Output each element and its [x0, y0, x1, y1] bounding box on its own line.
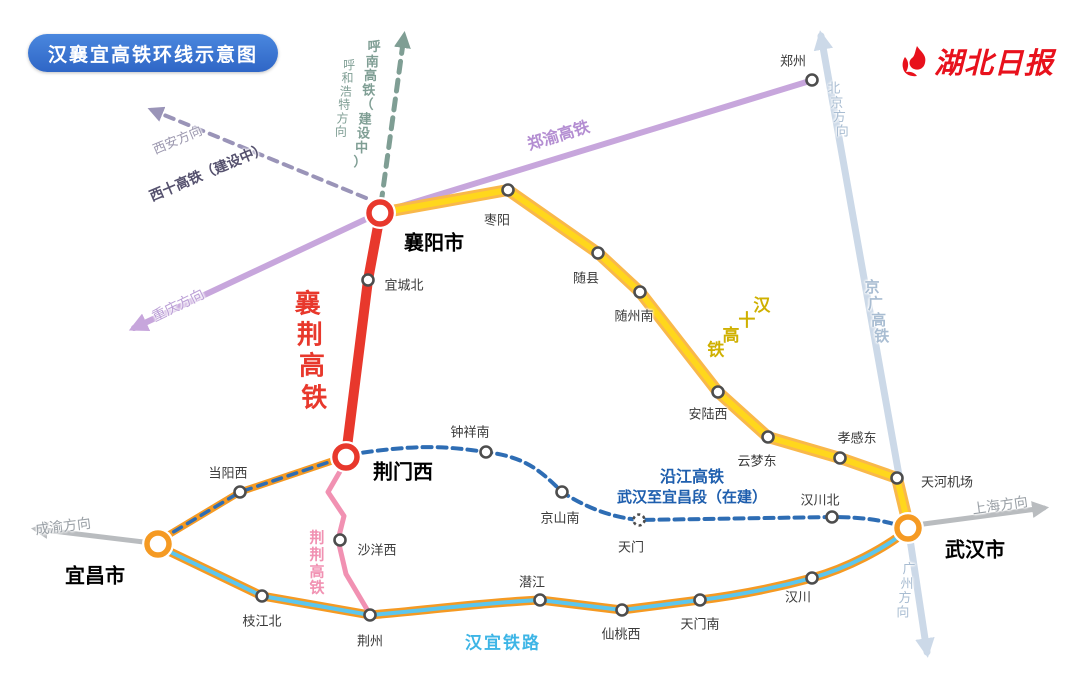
station-node-suizhounan — [633, 285, 647, 299]
station-node-yunmengdong — [761, 430, 775, 444]
station-label-anluxi: 安陆西 — [688, 407, 728, 423]
line-label-yanjiang-name: 沿江高铁 — [659, 466, 725, 486]
xishi-line — [147, 106, 368, 200]
station-label-zhijiangbei: 枝江北 — [242, 614, 282, 630]
hubei-daily-logo-text: 湖北日报 — [933, 46, 1054, 80]
station-label-jingzhou: 荆州 — [356, 634, 384, 650]
station-label-dangyangxi: 当阳西 — [208, 466, 248, 482]
city-label-yichang: 宜昌市 — [65, 563, 125, 588]
line-label-yanjiang-section: 武汉至宜昌段（在建） — [616, 487, 768, 506]
station-node-tianmennan — [693, 593, 707, 607]
station-label-qianjiang: 潜江 — [518, 575, 546, 591]
line-label-jingjing: 荆荆高铁 — [309, 528, 325, 597]
city-label-jingmenxi: 荆门西 — [373, 459, 433, 484]
station-label-suixian: 随县 — [572, 271, 600, 287]
station-node-zaoyang — [501, 183, 515, 197]
station-node-anluxi — [711, 385, 725, 399]
station-node-qianjiang — [533, 593, 547, 607]
station-node-hanchuanbei — [825, 510, 839, 524]
station-node-xiaogandong — [833, 451, 847, 465]
city-node-yichang — [144, 530, 172, 558]
station-label-suizhounan: 随州南 — [614, 309, 654, 325]
hubei-daily-logo: 湖北日报 — [901, 40, 1054, 82]
station-label-xiantaoxi: 仙桃西 — [601, 627, 641, 643]
jingjing-line — [325, 458, 371, 614]
city-node-jingmenxi — [332, 443, 360, 471]
station-node-yichengbei — [361, 273, 375, 287]
hubei-daily-logo-icon — [902, 46, 926, 77]
station-label-xiaogandong: 孝感东 — [837, 431, 877, 447]
station-node-tianmen — [632, 513, 646, 527]
yanjiang-west-dashed — [158, 455, 346, 542]
city-node-xiangyang — [366, 199, 394, 227]
station-label-zaoyang: 枣阳 — [483, 213, 511, 229]
station-label-zhengzhou: 郑州 — [779, 54, 807, 70]
station-node-tianhejichang — [890, 471, 904, 485]
station-label-tianhejichang: 天河机场 — [920, 475, 974, 491]
station-node-suixian — [591, 246, 605, 260]
shanghai-arrow — [913, 501, 1050, 528]
station-node-zhongxiangnan — [479, 445, 493, 459]
chengyu-arrow — [30, 521, 155, 546]
city-node-wuhan — [894, 514, 922, 542]
line-label-yanjiang: 沿江高铁 武汉至宜昌段（在建） — [617, 467, 767, 507]
station-label-yichengbei: 宜城北 — [384, 278, 424, 294]
station-label-hanchuan: 汉川 — [784, 590, 812, 606]
station-node-jingzhou — [363, 608, 377, 622]
station-label-hanchuanbei: 汉川北 — [800, 493, 840, 509]
station-label-jingshannan: 京山南 — [540, 511, 580, 527]
line-label-hanyi: 汉宜铁路 — [465, 633, 541, 654]
map-title-badge: 汉襄宜高铁环线示意图 — [28, 34, 279, 72]
zhengyu-line — [128, 77, 816, 331]
station-node-shayangxi — [333, 533, 347, 547]
hanyi-line — [158, 529, 908, 617]
station-node-zhengzhou — [805, 73, 819, 87]
station-node-zhijiangbei — [255, 589, 269, 603]
city-label-xiangyang: 襄阳市 — [404, 230, 464, 255]
hunan-line — [378, 30, 411, 207]
station-label-tianmennan: 天门南 — [680, 617, 720, 633]
station-node-hanchuan — [805, 571, 819, 585]
xiangjing-line — [341, 210, 385, 460]
station-label-tianmen: 天门 — [617, 540, 645, 556]
station-node-xiantaoxi — [615, 603, 629, 617]
station-label-zhongxiangnan: 钟祥南 — [450, 425, 490, 441]
city-label-wuhan: 武汉市 — [945, 537, 1005, 562]
station-label-shayangxi: 沙洋西 — [357, 543, 397, 559]
station-node-dangyangxi — [233, 485, 247, 499]
station-label-yunmengdong: 云梦东 — [737, 454, 777, 470]
station-node-jingshannan — [555, 485, 569, 499]
